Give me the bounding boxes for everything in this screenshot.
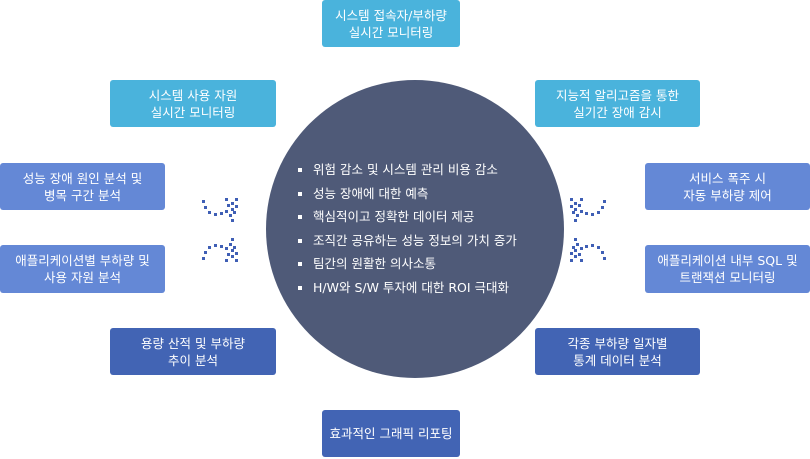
benefits-list: 위험 감소 및 시스템 관리 비용 감소 성능 장애에 대한 예측 핵심적이고 … [298, 158, 517, 299]
dotted-arrow-icon [570, 238, 606, 262]
box-capacity-trend: 용량 산적 및 부하량 추이 분석 [110, 328, 276, 375]
box-bottleneck-analysis: 성능 장애 원인 분석 및 병목 구간 분석 [0, 163, 165, 210]
box-sql-monitoring: 애플리케이션 내부 SQL 및 트랜잭션 모니터링 [645, 245, 810, 293]
benefit-item: H/W와 S/W 투자에 대한 ROI 극대화 [298, 276, 517, 300]
benefit-item: 팀간의 원활한 의사소통 [298, 252, 517, 276]
box-failure-watch: 지능적 알리고즘을 통한 실기간 장애 감시 [535, 80, 700, 127]
dotted-arrow-icon [202, 198, 238, 222]
box-resource-monitoring: 시스템 사용 자원 실시간 모니터링 [110, 80, 276, 127]
box-graphic-reporting: 효과적인 그래픽 리포팅 [322, 410, 460, 457]
benefit-item: 조직간 공유하는 성능 정보의 가치 증가 [298, 229, 517, 253]
box-load-control: 서비스 폭주 시 자동 부하량 제어 [645, 163, 810, 210]
benefit-item: 핵심적이고 정확한 데이터 제공 [298, 205, 517, 229]
center-circle [266, 80, 564, 378]
dotted-arrow-icon [202, 238, 238, 262]
benefit-item: 성능 장애에 대한 예측 [298, 182, 517, 206]
box-realtime-users-load: 시스템 접속자/부하량 실시간 모니터링 [322, 0, 460, 47]
dotted-arrow-icon [570, 198, 606, 222]
box-daily-statistics: 각종 부하량 일자별 통계 데이터 분석 [535, 328, 700, 375]
benefit-item: 위험 감소 및 시스템 관리 비용 감소 [298, 158, 517, 182]
box-app-load-analysis: 애플리케이션별 부하량 및 사용 자원 분석 [0, 245, 165, 293]
